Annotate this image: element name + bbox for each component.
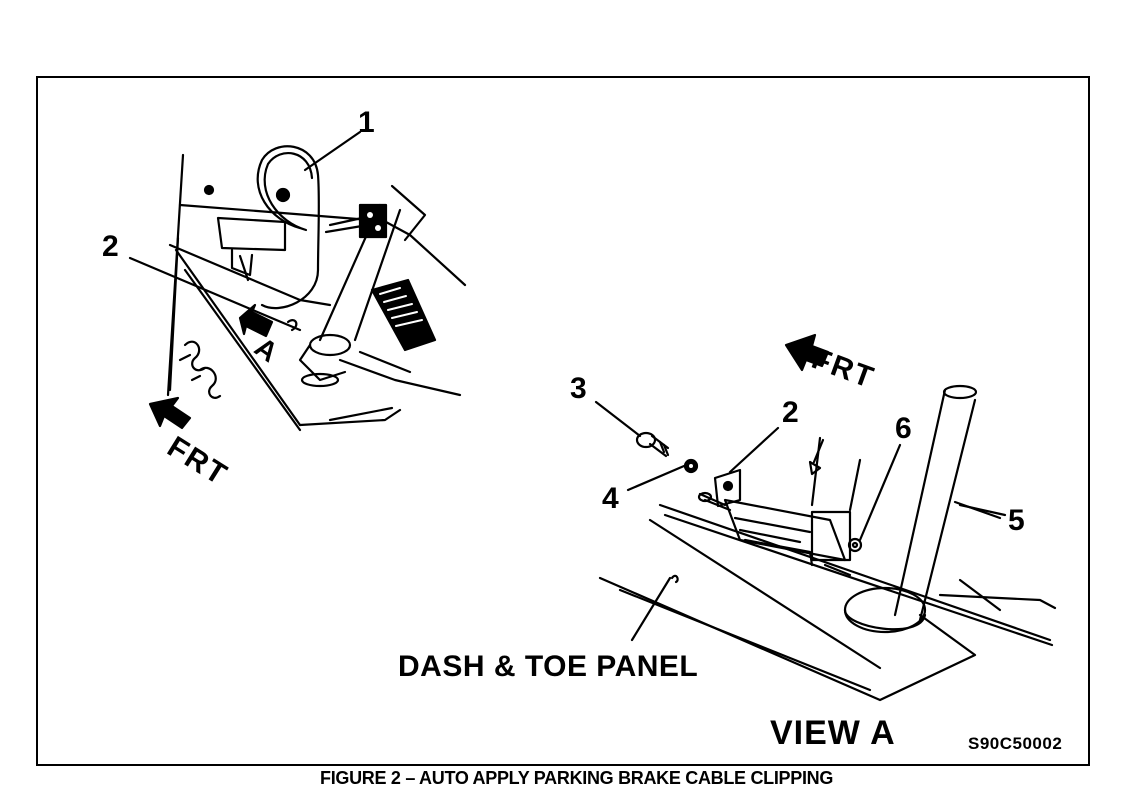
image-code: S90C50002 [968, 734, 1063, 753]
right-view-drawing [594, 333, 1057, 702]
dash-toe-panel-label: DASH & TOE PANEL [398, 650, 699, 683]
frt-arrow-right [784, 333, 830, 372]
callout-2-right-leader [728, 426, 780, 474]
callout-5-leader [953, 500, 1002, 520]
left-view-drawing [128, 130, 467, 432]
callout-1: 1 [358, 106, 375, 139]
dash-panel-leader [630, 576, 672, 642]
callout-2-left-leader [128, 256, 302, 332]
figure-caption: FIGURE 2 – AUTO APPLY PARKING BRAKE CABL… [320, 768, 834, 788]
view-a-arrow [238, 303, 274, 338]
figure-frame [36, 76, 1090, 766]
view-a-label: VIEW A [770, 714, 896, 752]
clip-part [697, 468, 742, 512]
callout-3-leader [594, 400, 642, 438]
callout-2-left: 2 [102, 230, 119, 263]
callout-6-leader [858, 443, 902, 542]
callout-5: 5 [1008, 504, 1025, 537]
connector-block [370, 278, 437, 352]
callout-3: 3 [570, 372, 587, 405]
frt-arrow-left [148, 396, 192, 430]
callout-6: 6 [895, 412, 912, 445]
nut-part [683, 458, 699, 474]
callout-2-right: 2 [782, 396, 799, 429]
callout-4: 4 [602, 482, 619, 515]
screw-part [635, 431, 670, 458]
callout-4-leader [626, 464, 686, 492]
callout-1-leader [303, 130, 362, 172]
